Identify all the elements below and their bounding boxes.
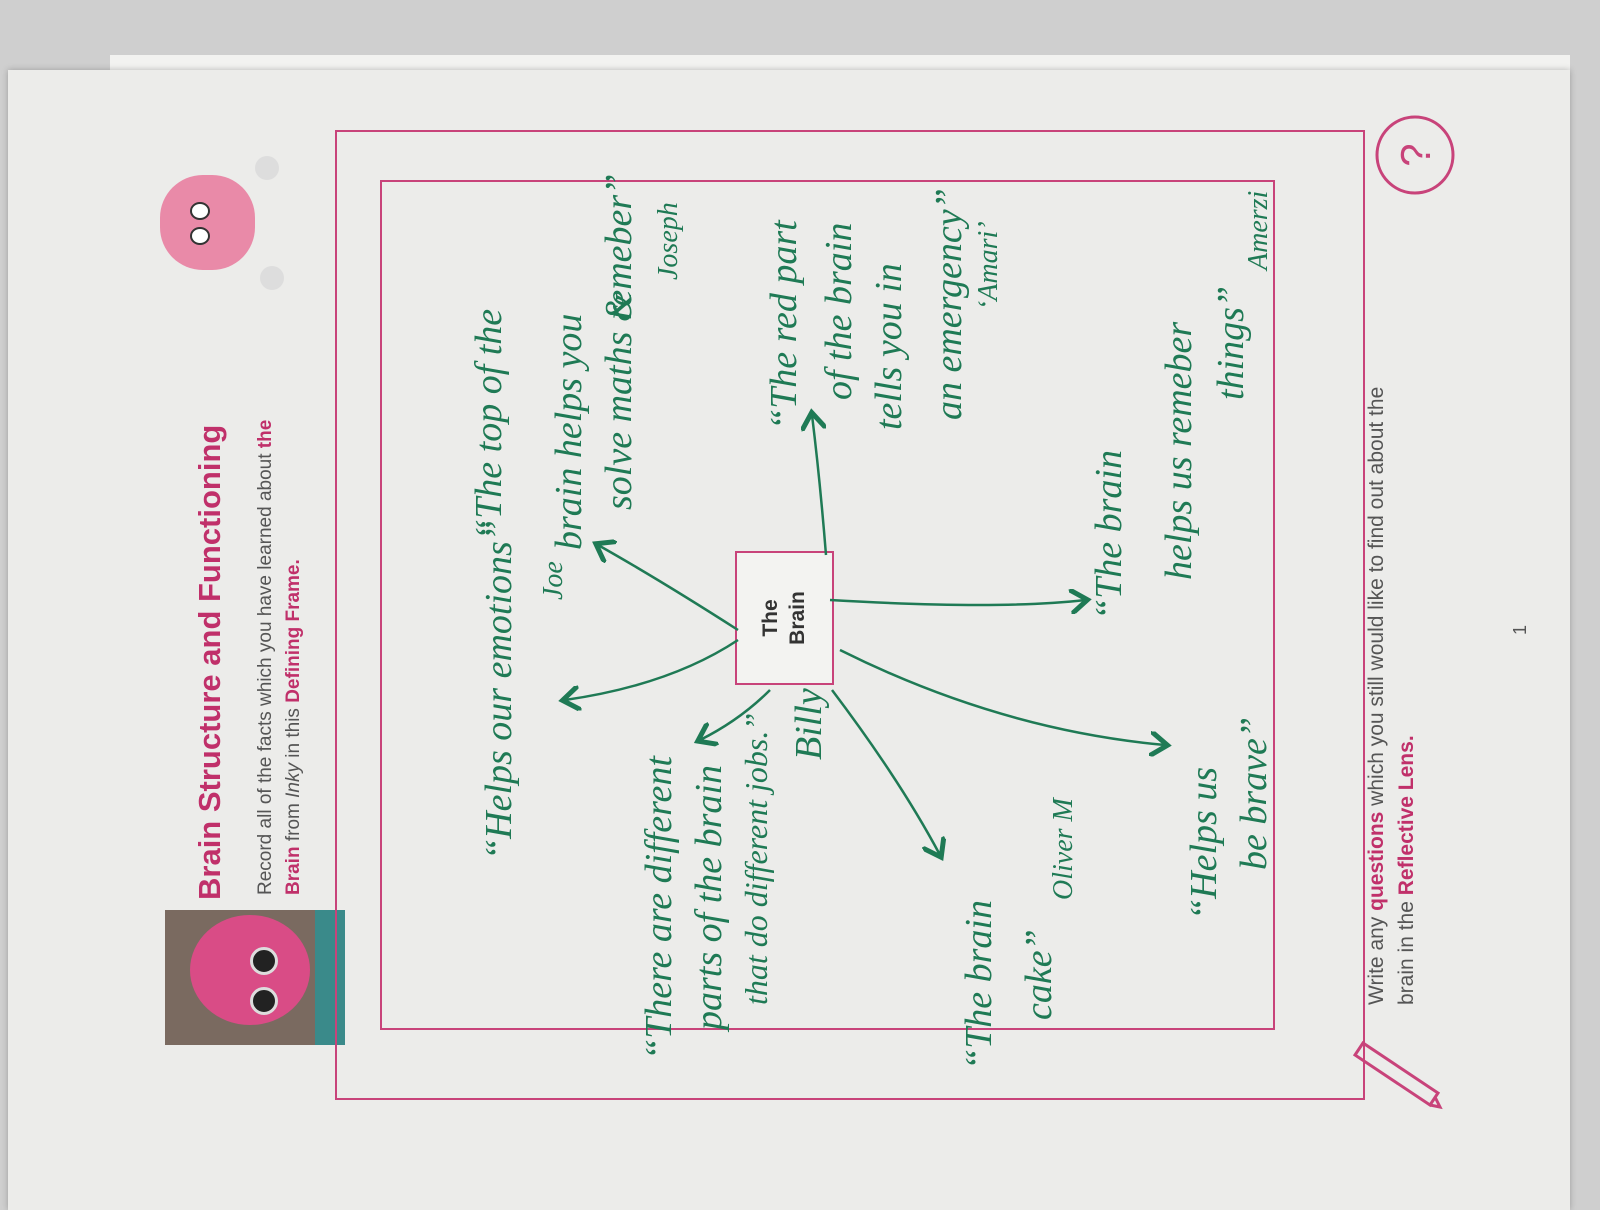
arrow-joe: [565, 638, 739, 700]
footer-text: which you still would like to find out a…: [1365, 386, 1388, 812]
note-amari: an emergency”: [928, 188, 970, 420]
note-brave: “Helps us: [1183, 766, 1225, 920]
arrow-amari: [812, 415, 828, 556]
note-joe: “Helps our emotions”: [478, 520, 520, 860]
note-amerzi: things”: [1210, 285, 1252, 400]
note-joseph: “The top of the: [468, 308, 510, 540]
footer-line-1: Write any questions which you still woul…: [1365, 387, 1389, 1005]
footer-line-2: brain in the Reflective Lens.: [1395, 735, 1419, 1005]
note-amari: of the brain: [818, 222, 860, 400]
note-oliver: “The brain: [958, 900, 1000, 1070]
question-bubble-icon: ?: [1370, 110, 1460, 200]
note-billy: “There are different: [638, 756, 680, 1060]
footer-bold: Reflective Lens.: [1395, 735, 1418, 896]
note-billy: that do different jobs.”: [738, 712, 774, 1005]
note-amari-author: ‘Amari’: [973, 221, 1004, 310]
arrow-joseph: [598, 545, 739, 632]
note-oliver-author: Oliver M: [1048, 798, 1079, 900]
note-joseph-author: Joseph: [653, 202, 684, 280]
note-joe-author: Joe: [538, 561, 569, 600]
arrow-billy: [700, 689, 771, 740]
note-brave: be brave”: [1233, 716, 1275, 870]
note-billy-author: Billy: [788, 688, 830, 760]
note-joseph: brain helps you: [548, 313, 590, 550]
pencil-icon: [1340, 1035, 1443, 1115]
footer-bold: questions: [1365, 811, 1388, 911]
note-billy: parts of the brain: [688, 765, 730, 1030]
footer-text: Write any: [1365, 910, 1388, 1005]
arrow-amerzi: [829, 600, 1085, 605]
note-amari: “The red part: [763, 220, 805, 430]
note-amari: tells you in: [868, 263, 910, 430]
note-amerzi-author: Amerzi: [1243, 190, 1274, 270]
footer-text: brain in the: [1395, 895, 1418, 1005]
note-oliver: cake”: [1018, 929, 1060, 1020]
note-joseph: solve maths &: [598, 292, 640, 510]
note-amerzi: helps us remeber: [1158, 321, 1200, 580]
arrow-brave: [839, 648, 1165, 745]
svg-text:?: ?: [1392, 143, 1439, 166]
note-amerzi: “The brain: [1088, 450, 1130, 620]
arrow-oliver: [831, 689, 940, 855]
page-number: 1: [1510, 624, 1530, 635]
note-joseph: remeber”: [598, 173, 640, 320]
